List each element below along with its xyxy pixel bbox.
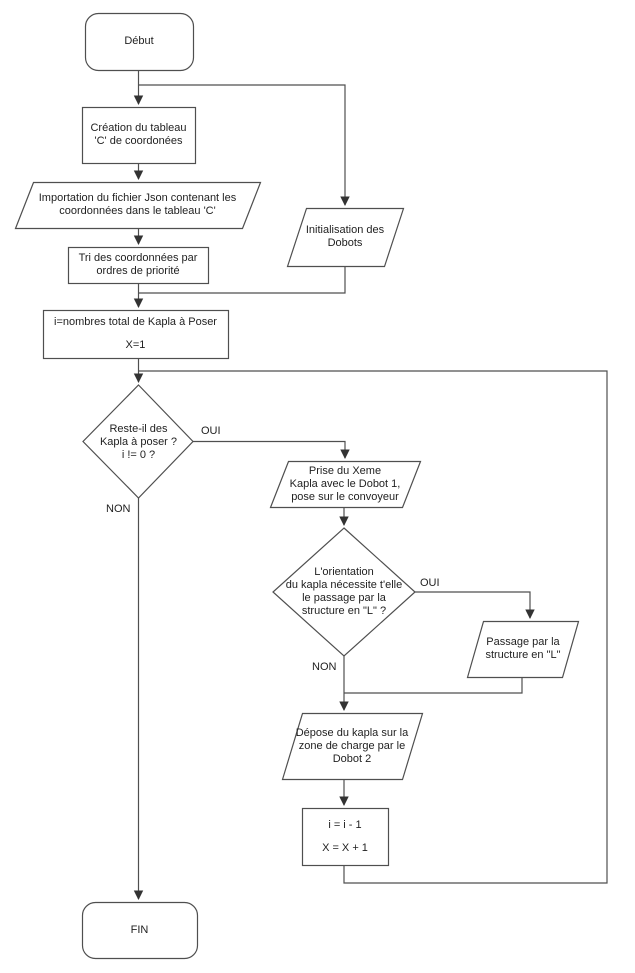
end-terminator-label: FIN [82, 902, 197, 958]
depose-kapla-shape [281, 712, 424, 781]
decision-kapla-left-shape [82, 384, 194, 499]
sort-coords-shape [67, 246, 210, 285]
passage-l-label: Passage par la structure en "L" [473, 621, 573, 677]
edge-init-dobots-merge [138, 267, 346, 294]
edge-label-decision2-non: NON [312, 661, 337, 673]
init-vars-line1: i=nombres total de Kapla à Poser [54, 316, 217, 328]
decision-orientation-label: L'orientation du kapla nécessite t'elle … [279, 540, 409, 644]
create-array-line2: 'C' de coordonées [94, 135, 183, 147]
pick-kapla-line1: Prise du Xeme [308, 465, 382, 477]
edge-start-to-init-dobots [138, 84, 350, 206]
increment-label: i = i - 1 X = X + 1 [302, 808, 388, 865]
passage-l-line2: structure en "L" [485, 649, 561, 661]
decision2-line3: le passage par la [302, 592, 386, 604]
create-array-label: Création du tableau 'C' de coordonées [82, 107, 195, 163]
pick-kapla-label: Prise du Xeme Kapla avec le Dobot 1, pos… [278, 461, 412, 508]
create-array-shape [81, 106, 197, 165]
end-terminator-shape [81, 901, 199, 960]
passage-l-shape [466, 620, 580, 679]
sort-coords-line1: Tri des coordonnées par [78, 252, 198, 264]
decision2-line4: structure en "L" ? [301, 605, 387, 617]
sort-coords-line2: ordres de priorité [96, 265, 180, 277]
init-dobots-line2: Dobots [327, 237, 363, 249]
pick-kapla-line3: pose sur le convoyeur [291, 491, 399, 503]
init-vars-shape [42, 309, 230, 360]
increment-line1: i = i - 1 [328, 818, 362, 831]
init-dobots-shape [286, 207, 405, 268]
start-terminator-shape [84, 12, 195, 72]
init-dobots-label: Initialisation des Dobots [290, 208, 400, 266]
init-vars-label: i=nombres total de Kapla à Poser X=1 [43, 310, 228, 358]
increment-shape [301, 807, 390, 867]
edge-loop-back [138, 370, 608, 884]
init-vars-line2: X=1 [125, 339, 146, 351]
sort-coords-label: Tri des coordonnées par ordres de priori… [68, 247, 208, 283]
depose-line2: zone de charge par le [298, 739, 406, 752]
start-label-text: Début [124, 35, 154, 47]
decision-orientation-shape [272, 527, 416, 657]
edge-decision2-yes [415, 591, 535, 619]
decision2-line1: L'orientation [314, 566, 374, 578]
edge-passage-merge [344, 678, 523, 694]
edge-decision1-yes [193, 440, 350, 459]
import-json-line2: coordonnées dans le tableau 'C' [59, 205, 216, 217]
decision2-line2: du kapla nécessite t'elle [285, 579, 403, 591]
decision-kapla-left-label: Reste-il des Kapla à poser ? i != 0 ? [88, 398, 189, 486]
depose-kapla-label: Dépose du kapla sur la zone de charge pa… [290, 713, 414, 779]
increment-line2: X = X + 1 [322, 841, 368, 854]
pick-kapla-shape [269, 460, 422, 509]
edge-label-decision1-oui: OUI [201, 425, 221, 437]
edge-label-decision1-non: NON [106, 503, 131, 515]
edge-label-decision2-oui: OUI [420, 577, 440, 589]
passage-l-line1: Passage par la [486, 636, 560, 648]
depose-line1: Dépose du kapla sur la [295, 726, 409, 739]
decision1-line2: Kapla à poser ? [99, 435, 178, 448]
depose-line3: Dobot 2 [332, 752, 372, 765]
pick-kapla-line2: Kapla avec le Dobot 1, [289, 478, 401, 490]
decision1-line3: i != 0 ? [121, 448, 156, 461]
init-dobots-line1: Initialisation des [305, 224, 385, 236]
create-array-line1: Création du tableau [90, 122, 187, 134]
import-json-shape [14, 181, 262, 230]
start-terminator-label: Début [85, 13, 193, 70]
import-json-line1: Importation du fichier Json contenant le… [38, 192, 237, 204]
end-label-text: FIN [130, 923, 149, 936]
decision1-line1: Reste-il des [109, 422, 168, 435]
import-json-label: Importation du fichier Json contenant le… [20, 182, 255, 228]
